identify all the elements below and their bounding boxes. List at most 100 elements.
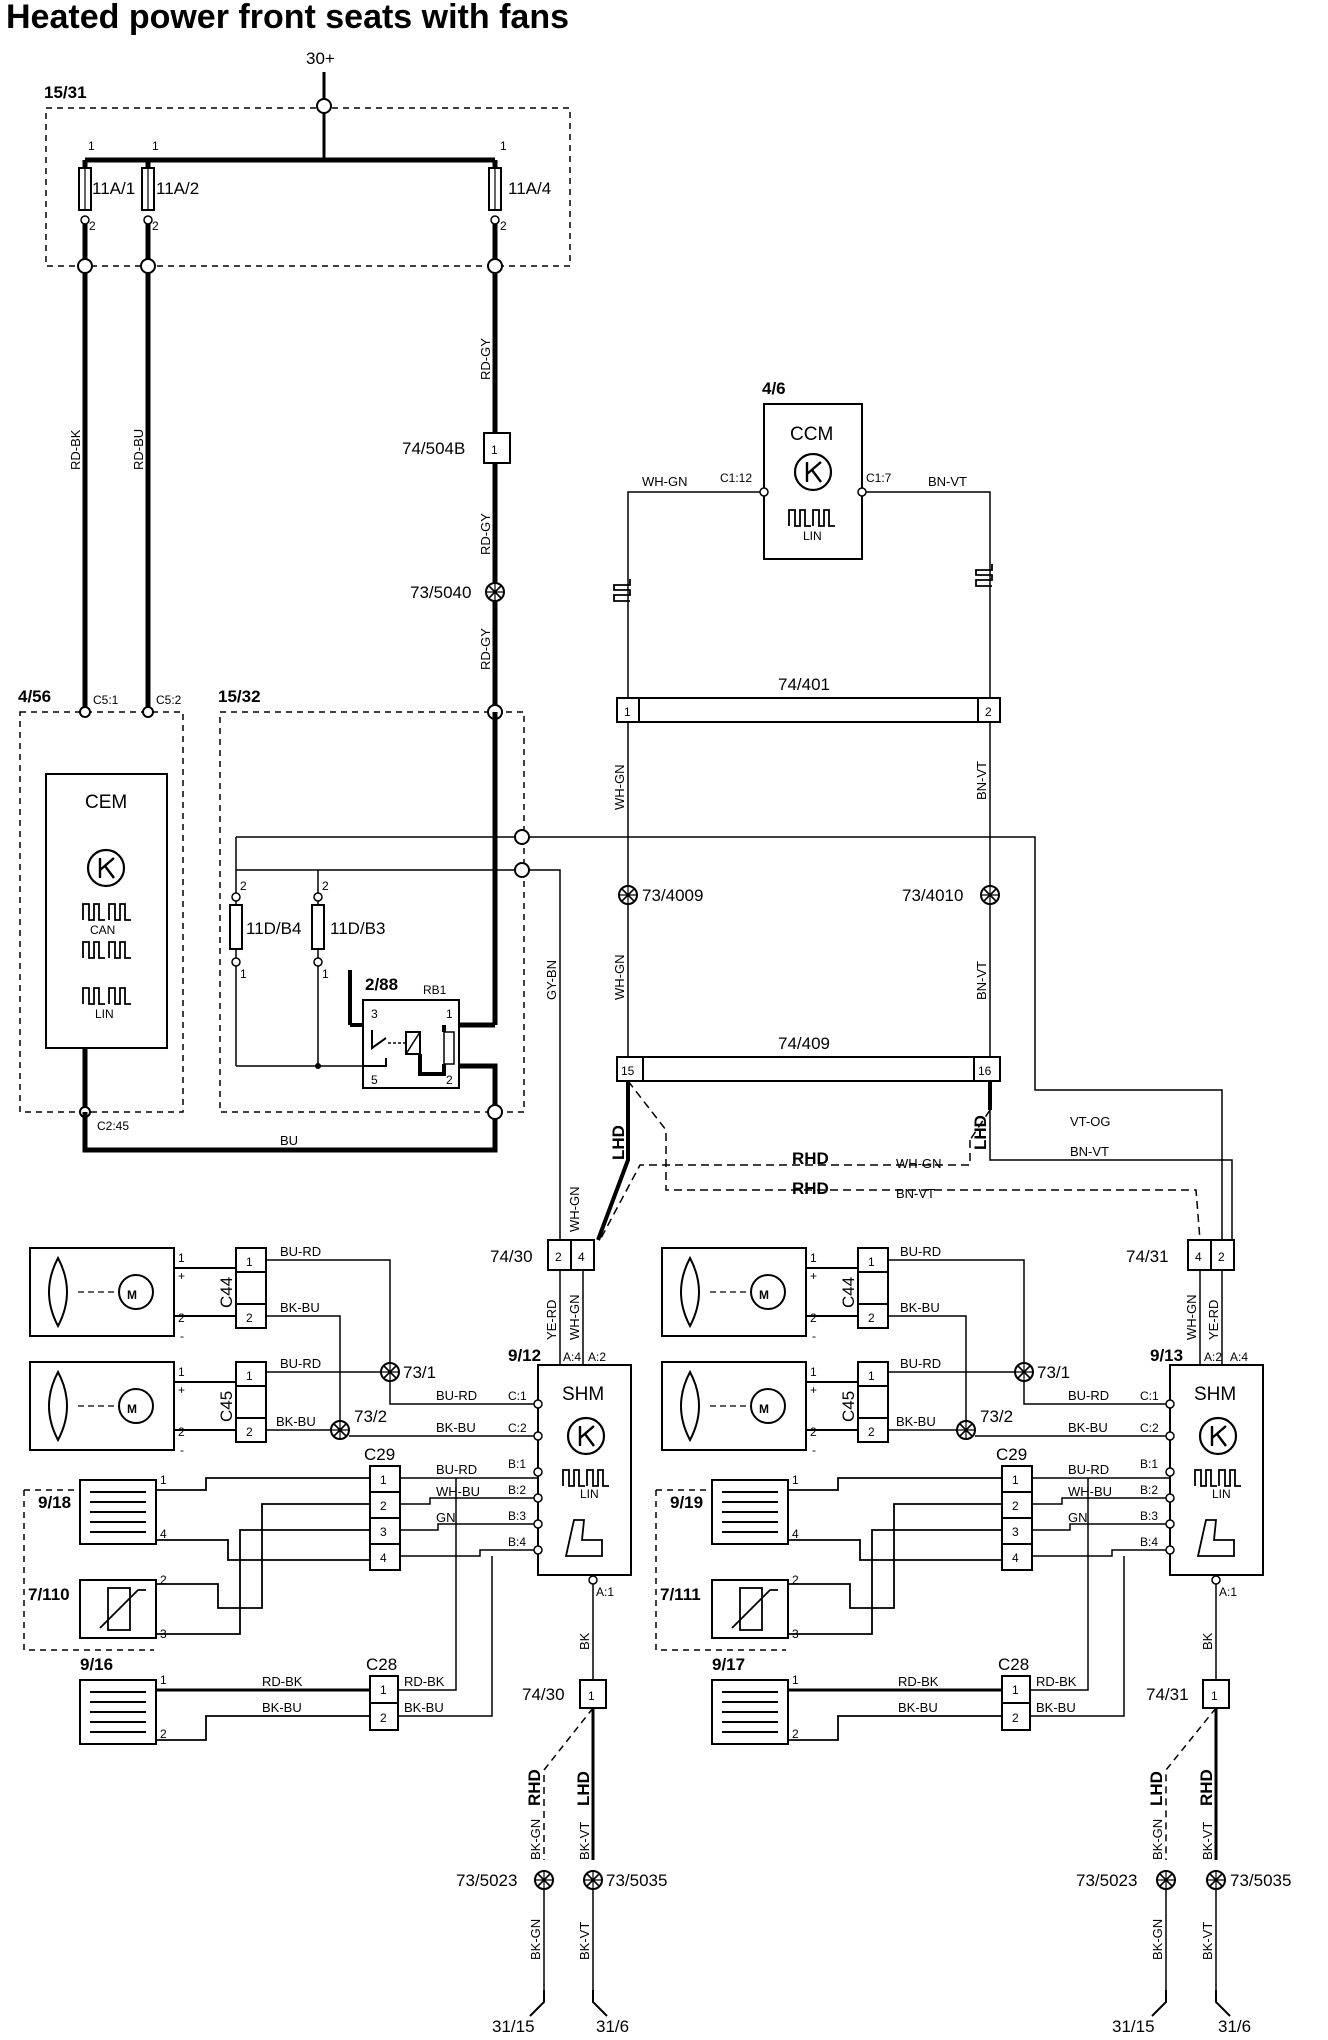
cem-id: 4/56 — [18, 687, 51, 706]
wire-rd-gy-3: RD-GY — [478, 628, 493, 670]
svg-text:2: 2 — [868, 1425, 875, 1439]
svg-text:BK-GN: BK-GN — [528, 1919, 543, 1960]
connector-c28-left-label: C28 — [366, 1655, 397, 1674]
svg-text:RD-BK: RD-BK — [898, 1674, 939, 1689]
svg-text:B:1: B:1 — [508, 1457, 526, 1471]
svg-text:1: 1 — [246, 1369, 253, 1383]
connector-74-30-label: 74/30 — [490, 1247, 533, 1266]
svg-text:C2:45: C2:45 — [97, 1119, 129, 1133]
splice-73-5035-left — [583, 1870, 603, 1890]
svg-text:1: 1 — [810, 1251, 817, 1265]
svg-text:BK-BU: BK-BU — [262, 1700, 302, 1715]
svg-text:31/15: 31/15 — [492, 2017, 535, 2036]
svg-text:BK-GN: BK-GN — [1150, 1919, 1165, 1960]
svg-text:M: M — [759, 1402, 769, 1416]
relay-name: RB1 — [423, 983, 447, 997]
svg-text:1: 1 — [1211, 1689, 1218, 1703]
svg-text:1: 1 — [160, 1673, 167, 1687]
cem-control-icon — [86, 848, 126, 888]
svg-text:1: 1 — [868, 1255, 875, 1269]
sensor-right-id: 7/111 — [660, 1585, 701, 1604]
svg-text:2: 2 — [89, 219, 96, 233]
svg-text:1: 1 — [1012, 1683, 1019, 1697]
svg-text:BK: BK — [1200, 1632, 1215, 1650]
fuse-11a-2: 1 2 11A/2 — [141, 139, 199, 233]
svg-text:YE-RD: YE-RD — [544, 1300, 559, 1340]
connector-74-504b — [483, 432, 511, 464]
svg-text:BK-GN: BK-GN — [528, 1819, 543, 1860]
svg-text:LHD: LHD — [574, 1771, 593, 1806]
svg-text:2: 2 — [152, 219, 159, 233]
svg-text:2: 2 — [555, 1250, 562, 1264]
shm-left-control-icon — [566, 1416, 606, 1456]
ground-symbol-right-2 — [1215, 1989, 1231, 2017]
svg-text:2: 2 — [500, 219, 507, 233]
svg-text:2: 2 — [160, 1573, 167, 1587]
svg-text:C:2: C:2 — [508, 1421, 527, 1435]
svg-text:WH-GN: WH-GN — [896, 1156, 942, 1171]
svg-text:1: 1 — [792, 1673, 799, 1687]
svg-text:BN-VT: BN-VT — [974, 761, 989, 800]
svg-text:4: 4 — [380, 1551, 387, 1565]
svg-text:2: 2 — [792, 1573, 799, 1587]
svg-text:4: 4 — [792, 1527, 799, 1541]
connector-c28-right-label: C28 — [998, 1655, 1029, 1674]
svg-text:BU-RD: BU-RD — [900, 1356, 941, 1371]
connector-c29-right-label: C29 — [996, 1445, 1027, 1464]
connector-74-504b-label: 74/504B — [402, 439, 465, 458]
svg-text:+: + — [178, 1269, 185, 1283]
wire-rd-bu: RD-BU — [131, 429, 146, 470]
splice-73-5023-right — [1156, 1870, 1176, 1890]
svg-text:A:4: A:4 — [563, 1350, 581, 1364]
svg-text:BU-RD: BU-RD — [436, 1388, 477, 1403]
svg-text:1: 1 — [88, 139, 95, 153]
svg-text:1: 1 — [152, 139, 159, 153]
svg-text:LIN: LIN — [1212, 1487, 1231, 1501]
svg-text:73/5035: 73/5035 — [1230, 1871, 1291, 1890]
splice-73-4010-label: 73/4010 — [902, 886, 963, 905]
svg-text:2: 2 — [380, 1499, 387, 1513]
svg-text:C1:7: C1:7 — [866, 471, 892, 485]
fusebox-main-id: 15/31 — [44, 83, 87, 102]
svg-text:-: - — [812, 1329, 816, 1343]
svg-text:5: 5 — [371, 1073, 378, 1087]
connector-c44-right — [857, 1247, 889, 1329]
svg-text:B:2: B:2 — [1140, 1483, 1158, 1497]
splice-73-4010 — [980, 885, 1000, 905]
lhd-rhd-routing: LHD LHD RHD WH-GN RHD BN-VT VT-OG BN-VT — [596, 1080, 1233, 1241]
connector-74-401: 1 2 74/401 — [616, 675, 1001, 723]
svg-text:BU-RD: BU-RD — [280, 1356, 321, 1371]
svg-text:+: + — [810, 1383, 817, 1397]
ground-symbol-right-1 — [1151, 1989, 1167, 2017]
svg-text:M: M — [759, 1288, 769, 1302]
fan-motor-c45-right: M 1 2 + - — [661, 1361, 817, 1457]
rhd-label-1: RHD — [792, 1149, 829, 1168]
fuse-11a-1-label: 11A/1 — [92, 179, 135, 198]
svg-text:BU-RD: BU-RD — [900, 1244, 941, 1259]
cem-module: 4/56 C5:1 C5:2 CEM CAN LIN C2:45 — [18, 687, 184, 1133]
svg-text:BK-BU: BK-BU — [896, 1414, 936, 1429]
svg-text:2: 2 — [1012, 1711, 1019, 1725]
connector-74-30-ground — [579, 1679, 607, 1709]
svg-text:BK-BU: BK-BU — [1068, 1420, 1108, 1435]
svg-text:4: 4 — [578, 1250, 585, 1264]
svg-text:WH-GN: WH-GN — [1184, 1295, 1199, 1341]
svg-text:BU-RD: BU-RD — [436, 1462, 477, 1477]
svg-text:1: 1 — [491, 443, 498, 457]
diagram-title: Heated power front seats with fans — [6, 0, 569, 36]
sensor-left-id: 7/110 — [28, 1585, 70, 1604]
splice-73-1-right — [1014, 1362, 1034, 1382]
connector-c44-left — [235, 1247, 267, 1329]
svg-text:WH-GN: WH-GN — [567, 1295, 582, 1341]
svg-text:1: 1 — [380, 1683, 387, 1697]
svg-text:BK-BU: BK-BU — [898, 1700, 938, 1715]
svg-text:1: 1 — [240, 967, 247, 981]
ground-symbol-left-1 — [529, 1989, 545, 2017]
svg-text:RHD: RHD — [1197, 1769, 1216, 1806]
svg-text:2: 2 — [240, 879, 247, 893]
svg-text:B:4: B:4 — [508, 1535, 526, 1549]
lhd-label-right: LHD — [971, 1115, 990, 1150]
svg-text:BN-VT: BN-VT — [1070, 1144, 1109, 1159]
svg-text:16: 16 — [978, 1064, 992, 1078]
left-seat-circuit: 2 4 74/30 YE-RD WH-GN WH-GN A:4 A:2 9/12… — [23, 1187, 667, 2036]
